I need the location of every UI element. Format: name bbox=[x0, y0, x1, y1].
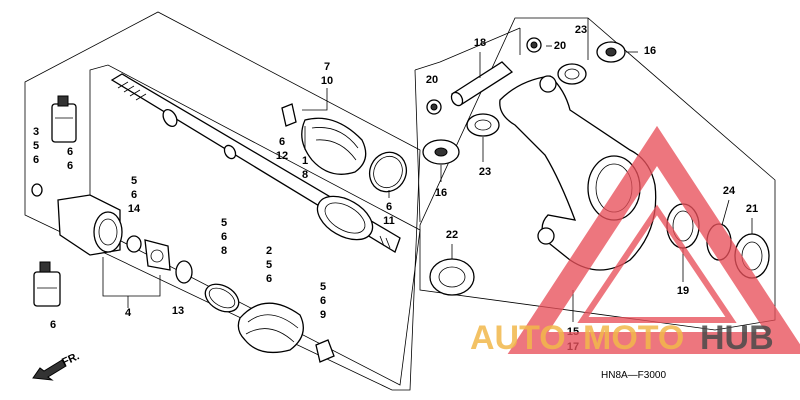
watermark-logo bbox=[507, 125, 800, 354]
callout-c9: 9 bbox=[320, 309, 326, 321]
band-8 bbox=[204, 283, 240, 313]
callout-c13: 13 bbox=[172, 305, 184, 317]
fr-label: FR. bbox=[60, 350, 81, 368]
watermark-text-hub: HUB bbox=[700, 319, 774, 357]
callout-c19: 19 bbox=[677, 285, 689, 297]
pin-group-outline bbox=[414, 27, 521, 71]
callout-c3: 3 bbox=[33, 126, 39, 138]
callout-c5c: 5 bbox=[221, 217, 227, 229]
seal-22 bbox=[429, 258, 475, 296]
callout-c20b: 20 bbox=[426, 74, 438, 86]
seals bbox=[422, 41, 626, 296]
diagram-code: HN8A—F3000 bbox=[601, 370, 666, 381]
front-direction-arrow: FR. bbox=[32, 350, 81, 381]
callout-c21: 21 bbox=[746, 203, 758, 215]
callout-c12: 12 bbox=[276, 150, 288, 162]
ring-13 bbox=[175, 260, 193, 284]
callout-c5d: 5 bbox=[266, 259, 272, 271]
callout-c6f: 6 bbox=[131, 189, 137, 201]
drive-shaft bbox=[110, 73, 401, 253]
left-pin-outline bbox=[414, 69, 421, 223]
callout-c16b: 16 bbox=[435, 187, 447, 199]
leader-lines bbox=[302, 45, 753, 322]
callout-c18: 18 bbox=[474, 37, 486, 49]
boot-2 bbox=[237, 302, 304, 354]
outer-cv-boot bbox=[316, 195, 374, 241]
callout-c1: 1 bbox=[302, 155, 308, 167]
boot-lower bbox=[204, 283, 335, 363]
watermark-triangle-icon bbox=[507, 125, 800, 354]
spider-joint bbox=[144, 239, 171, 271]
callout-c24: 24 bbox=[723, 185, 736, 197]
callout-c20a: 20 bbox=[554, 40, 566, 52]
callout-c16a: 16 bbox=[644, 45, 656, 57]
band-9 bbox=[315, 339, 335, 363]
callout-c6e: 6 bbox=[67, 160, 73, 172]
band-12 bbox=[281, 103, 297, 127]
fr-arrow-icon bbox=[32, 359, 67, 381]
callout-c8a: 8 bbox=[302, 169, 308, 181]
callout-c23a: 23 bbox=[575, 24, 587, 36]
left-group-outline bbox=[24, 11, 421, 391]
callout-c10: 10 bbox=[321, 75, 333, 87]
callout-c6d: 6 bbox=[67, 146, 73, 158]
watermark-inner-triangle-icon bbox=[577, 204, 737, 323]
grease-tube-upper bbox=[51, 95, 77, 143]
callout-c8b: 8 bbox=[221, 245, 227, 257]
callout-c23b: 23 bbox=[479, 166, 491, 178]
callout-c6a: 6 bbox=[279, 136, 285, 148]
watermark-text: AUTO MOTO HUB bbox=[470, 319, 774, 357]
clip-14 bbox=[126, 235, 142, 253]
callout-c6b: 6 bbox=[386, 201, 392, 213]
boot-7 bbox=[301, 117, 367, 175]
callout-c6h: 6 bbox=[266, 273, 272, 285]
boot-upper bbox=[281, 103, 408, 193]
callout-c5b: 5 bbox=[131, 175, 137, 187]
inner-joint bbox=[57, 194, 193, 308]
callout-c5a: 5 bbox=[33, 140, 39, 152]
callout-c5e: 5 bbox=[320, 281, 326, 293]
callout-c22: 22 bbox=[446, 229, 458, 241]
callout-c6g: 6 bbox=[221, 231, 227, 243]
band-11 bbox=[368, 151, 408, 193]
bearing-23-top bbox=[557, 63, 587, 85]
callout-c6c: 6 bbox=[33, 154, 39, 166]
callout-c4: 4 bbox=[125, 307, 132, 319]
callout-c11: 11 bbox=[383, 215, 395, 227]
watermark-text-moto: MOTO bbox=[583, 319, 684, 357]
callout-c2: 2 bbox=[266, 245, 272, 257]
callout-c14: 14 bbox=[128, 203, 141, 215]
callout-c6j: 6 bbox=[50, 319, 56, 331]
watermark-text-auto: AUTO bbox=[470, 319, 566, 357]
pivot-pin bbox=[426, 37, 542, 115]
callout-c6i: 6 bbox=[320, 295, 326, 307]
grease-tube-lower bbox=[33, 261, 61, 307]
o-ring-3 bbox=[31, 183, 43, 197]
bearing-23-left bbox=[466, 113, 500, 137]
callout-c7: 7 bbox=[324, 61, 330, 73]
